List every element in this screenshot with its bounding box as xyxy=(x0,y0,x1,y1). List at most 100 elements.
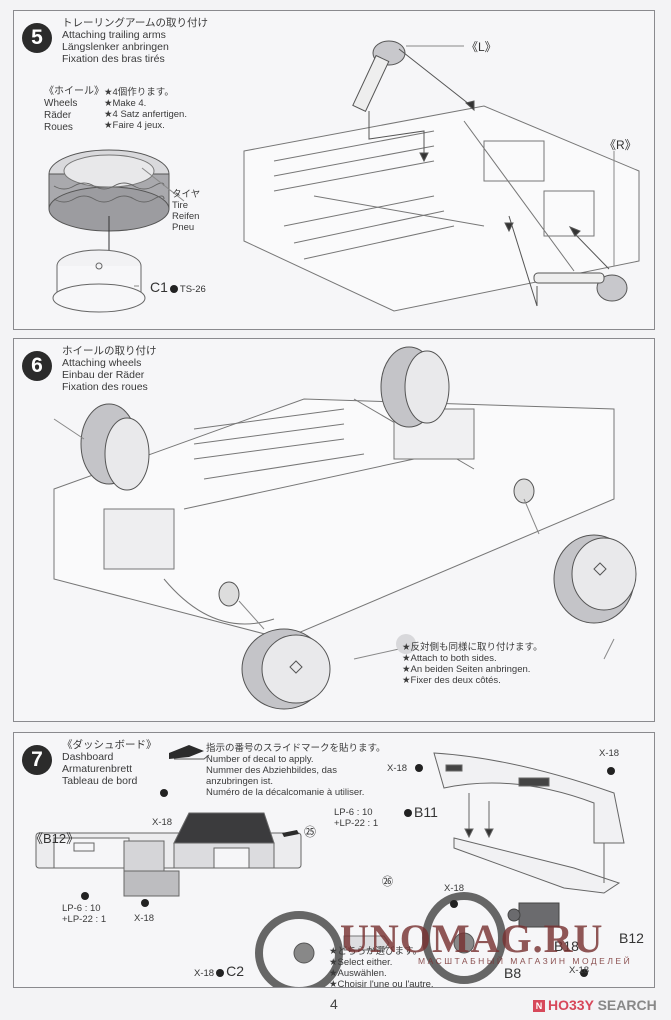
step-title: トレーリングアームの取り付け Attaching trailing arms L… xyxy=(62,17,208,65)
chassis-drawing xyxy=(243,105,640,312)
steering-column-b18 xyxy=(507,902,560,928)
wheels-ja: 《ホイール》 xyxy=(44,86,104,97)
title-en: Attaching wheels xyxy=(62,357,142,369)
paint-x18-label: X-18 xyxy=(444,883,465,894)
right-trailing-arm xyxy=(504,215,628,307)
wheel-part-callout: C1 TS-26 xyxy=(150,279,206,295)
wheels-subheading: 《ホイール》 Wheels Räder Roues xyxy=(44,86,104,134)
part-c1: C1 xyxy=(150,279,168,295)
decal-en: Number of decal to apply. xyxy=(206,754,314,765)
paint-mix-b11: LP-6 : 10 +LP-22 : 1 xyxy=(334,807,378,829)
decal-25-label: ㉕ xyxy=(304,825,317,839)
select-ja: ★どちらか選びます。 xyxy=(329,946,423,957)
select-de: ★Auswählen. xyxy=(329,968,387,979)
paint-x18-label: X-18 xyxy=(387,763,408,774)
left-trailing-arm xyxy=(352,40,475,163)
tire-ja: タイヤ xyxy=(172,189,201,200)
paint-lp22: +LP-22 : 1 xyxy=(334,818,379,829)
decal-instructions: 指示の番号のスライドマークを貼ります。 Number of decal to a… xyxy=(206,743,386,798)
note-en: ★Attach to both sides. xyxy=(402,653,497,664)
paint-markers xyxy=(81,789,168,907)
paint-lp22: +LP-22 : 1 xyxy=(62,914,107,925)
paint-lp6: LP-6 : 10 xyxy=(62,903,101,914)
title-de: Armaturenbrett xyxy=(62,763,133,775)
wheels-de: Räder xyxy=(44,110,72,121)
wheels-fr: Roues xyxy=(44,122,73,133)
paint-dot-icon xyxy=(404,809,412,818)
select-either-note: ★どちらか選びます。 ★Select either. ★Auswählen. ★… xyxy=(329,946,434,990)
steering-wheel-c2 xyxy=(255,911,343,987)
title-fr: Fixation des bras tirés xyxy=(62,53,165,65)
part-c2: C2 xyxy=(226,963,244,979)
part-c2-callout: X-18 C2 xyxy=(194,963,244,979)
right-side-label: 《R》 xyxy=(604,138,637,152)
wheel-front xyxy=(241,628,331,710)
left-side-label: 《L》 xyxy=(466,40,497,54)
page-number: 4 xyxy=(330,996,338,1012)
title-en: Attaching trailing arms xyxy=(62,29,166,41)
make-four-note: ★4個作ります。 ★Make 4. ★4 Satz anfertigen. ★F… xyxy=(104,87,187,131)
paint-x18-label: X-18 xyxy=(599,748,620,759)
paint-x18-label: X-18 xyxy=(134,913,155,924)
select-hand-icon xyxy=(343,935,390,951)
wheel-left xyxy=(80,403,150,491)
paint-mix-b12: LP-6 : 10 +LP-22 : 1 xyxy=(62,903,106,925)
logo-hobby: HO33Y xyxy=(548,997,594,1013)
wheel-rim-drawing xyxy=(52,249,146,313)
paint-x18-label: X-18 xyxy=(569,965,590,976)
step-number-badge: 7 xyxy=(22,745,52,775)
logo-search: SEARCH xyxy=(597,997,657,1013)
title-ja: 《ダッシュボード》 xyxy=(62,739,157,751)
paint-ts26: TS-26 xyxy=(179,284,206,295)
part-b8: B8 xyxy=(504,965,522,981)
step-5-illustration xyxy=(48,40,640,313)
step-6-panel: 6 ホイールの取り付け Attaching wheels Einbau der … xyxy=(13,338,655,722)
paint-x18-label: X-18 xyxy=(152,817,173,828)
wheel-right xyxy=(553,534,637,624)
step-5-panel: 5 トレーリングアームの取り付け Attaching trailing arms… xyxy=(13,10,655,330)
note-de: ★An beiden Seiten anbringen. xyxy=(402,664,531,675)
note-ja: ★4個作ります。 xyxy=(104,87,174,98)
tire-de: Reifen xyxy=(172,211,200,222)
wheels-en: Wheels xyxy=(44,98,78,109)
step-number-badge: 5 xyxy=(22,23,52,53)
decal-de-1: Nummer des Abziehbildes, das xyxy=(206,765,337,776)
step-6-illustration xyxy=(53,346,637,710)
tire-fr: Pneu xyxy=(172,222,195,233)
tire-en: Tire xyxy=(172,200,189,211)
paint-x18: X-18 xyxy=(194,968,215,979)
part-b12: B12 xyxy=(619,930,644,946)
decal-fr: Numéro de la décalcomanie à utiliser. xyxy=(206,787,365,798)
title-fr: Tableau de bord xyxy=(62,775,138,787)
both-sides-note: ★反対側も同様に取り付けます。 ★Attach to both sides. ★… xyxy=(402,642,543,686)
steering-wheel-b8 xyxy=(422,892,506,984)
decal-25-hand-icon xyxy=(282,830,299,837)
dashboard-b12-drawing xyxy=(35,812,302,897)
title-fr: Fixation des roues xyxy=(62,381,148,393)
note-en: ★Make 4. xyxy=(104,98,147,109)
select-en: ★Select either. xyxy=(329,957,393,968)
step-7-panel: 7 《ダッシュボード》 Dashboard Armaturenbrett Tab… xyxy=(13,732,655,990)
decal-de-2: anzubringen ist. xyxy=(206,776,274,787)
watermark-subtitle: МАСШТАБНЫЙ МАГАЗИН МОДЕЛЕЙ xyxy=(418,956,633,966)
watermark: UNOMAG.RU xyxy=(340,916,604,961)
step-7-illustration xyxy=(35,745,625,987)
dashboard-b11-drawing xyxy=(433,752,625,894)
step-title: ホイールの取り付け Attaching wheels Einbau der Rä… xyxy=(62,345,157,393)
paint-dot-icon xyxy=(216,968,225,977)
tire-label: タイヤ Tire Reifen Pneu xyxy=(172,189,200,233)
decal-ja: 指示の番号のスライドマークを貼ります。 xyxy=(206,743,386,754)
select-fr: ★Choisir l'une ou l'autre. xyxy=(329,979,434,990)
title-de: Längslenker anbringen xyxy=(62,41,169,53)
note-fr: ★Fixer des deux côtés. xyxy=(402,675,501,686)
decal-26-label: ㉖ xyxy=(382,876,393,888)
title-ja: トレーリングアームの取り付け xyxy=(62,17,209,29)
title-de: Einbau der Räder xyxy=(62,369,145,381)
note-ja: ★反対側も同様に取り付けます。 xyxy=(402,642,543,653)
b12-heading: 《B12》 xyxy=(30,831,80,846)
wheel-top-right xyxy=(380,346,450,428)
title-ja: ホイールの取り付け xyxy=(62,345,157,357)
decal-hand-icon xyxy=(169,745,210,760)
paint-lp6: LP-6 : 10 xyxy=(334,807,373,818)
part-b11: B11 xyxy=(414,804,438,820)
